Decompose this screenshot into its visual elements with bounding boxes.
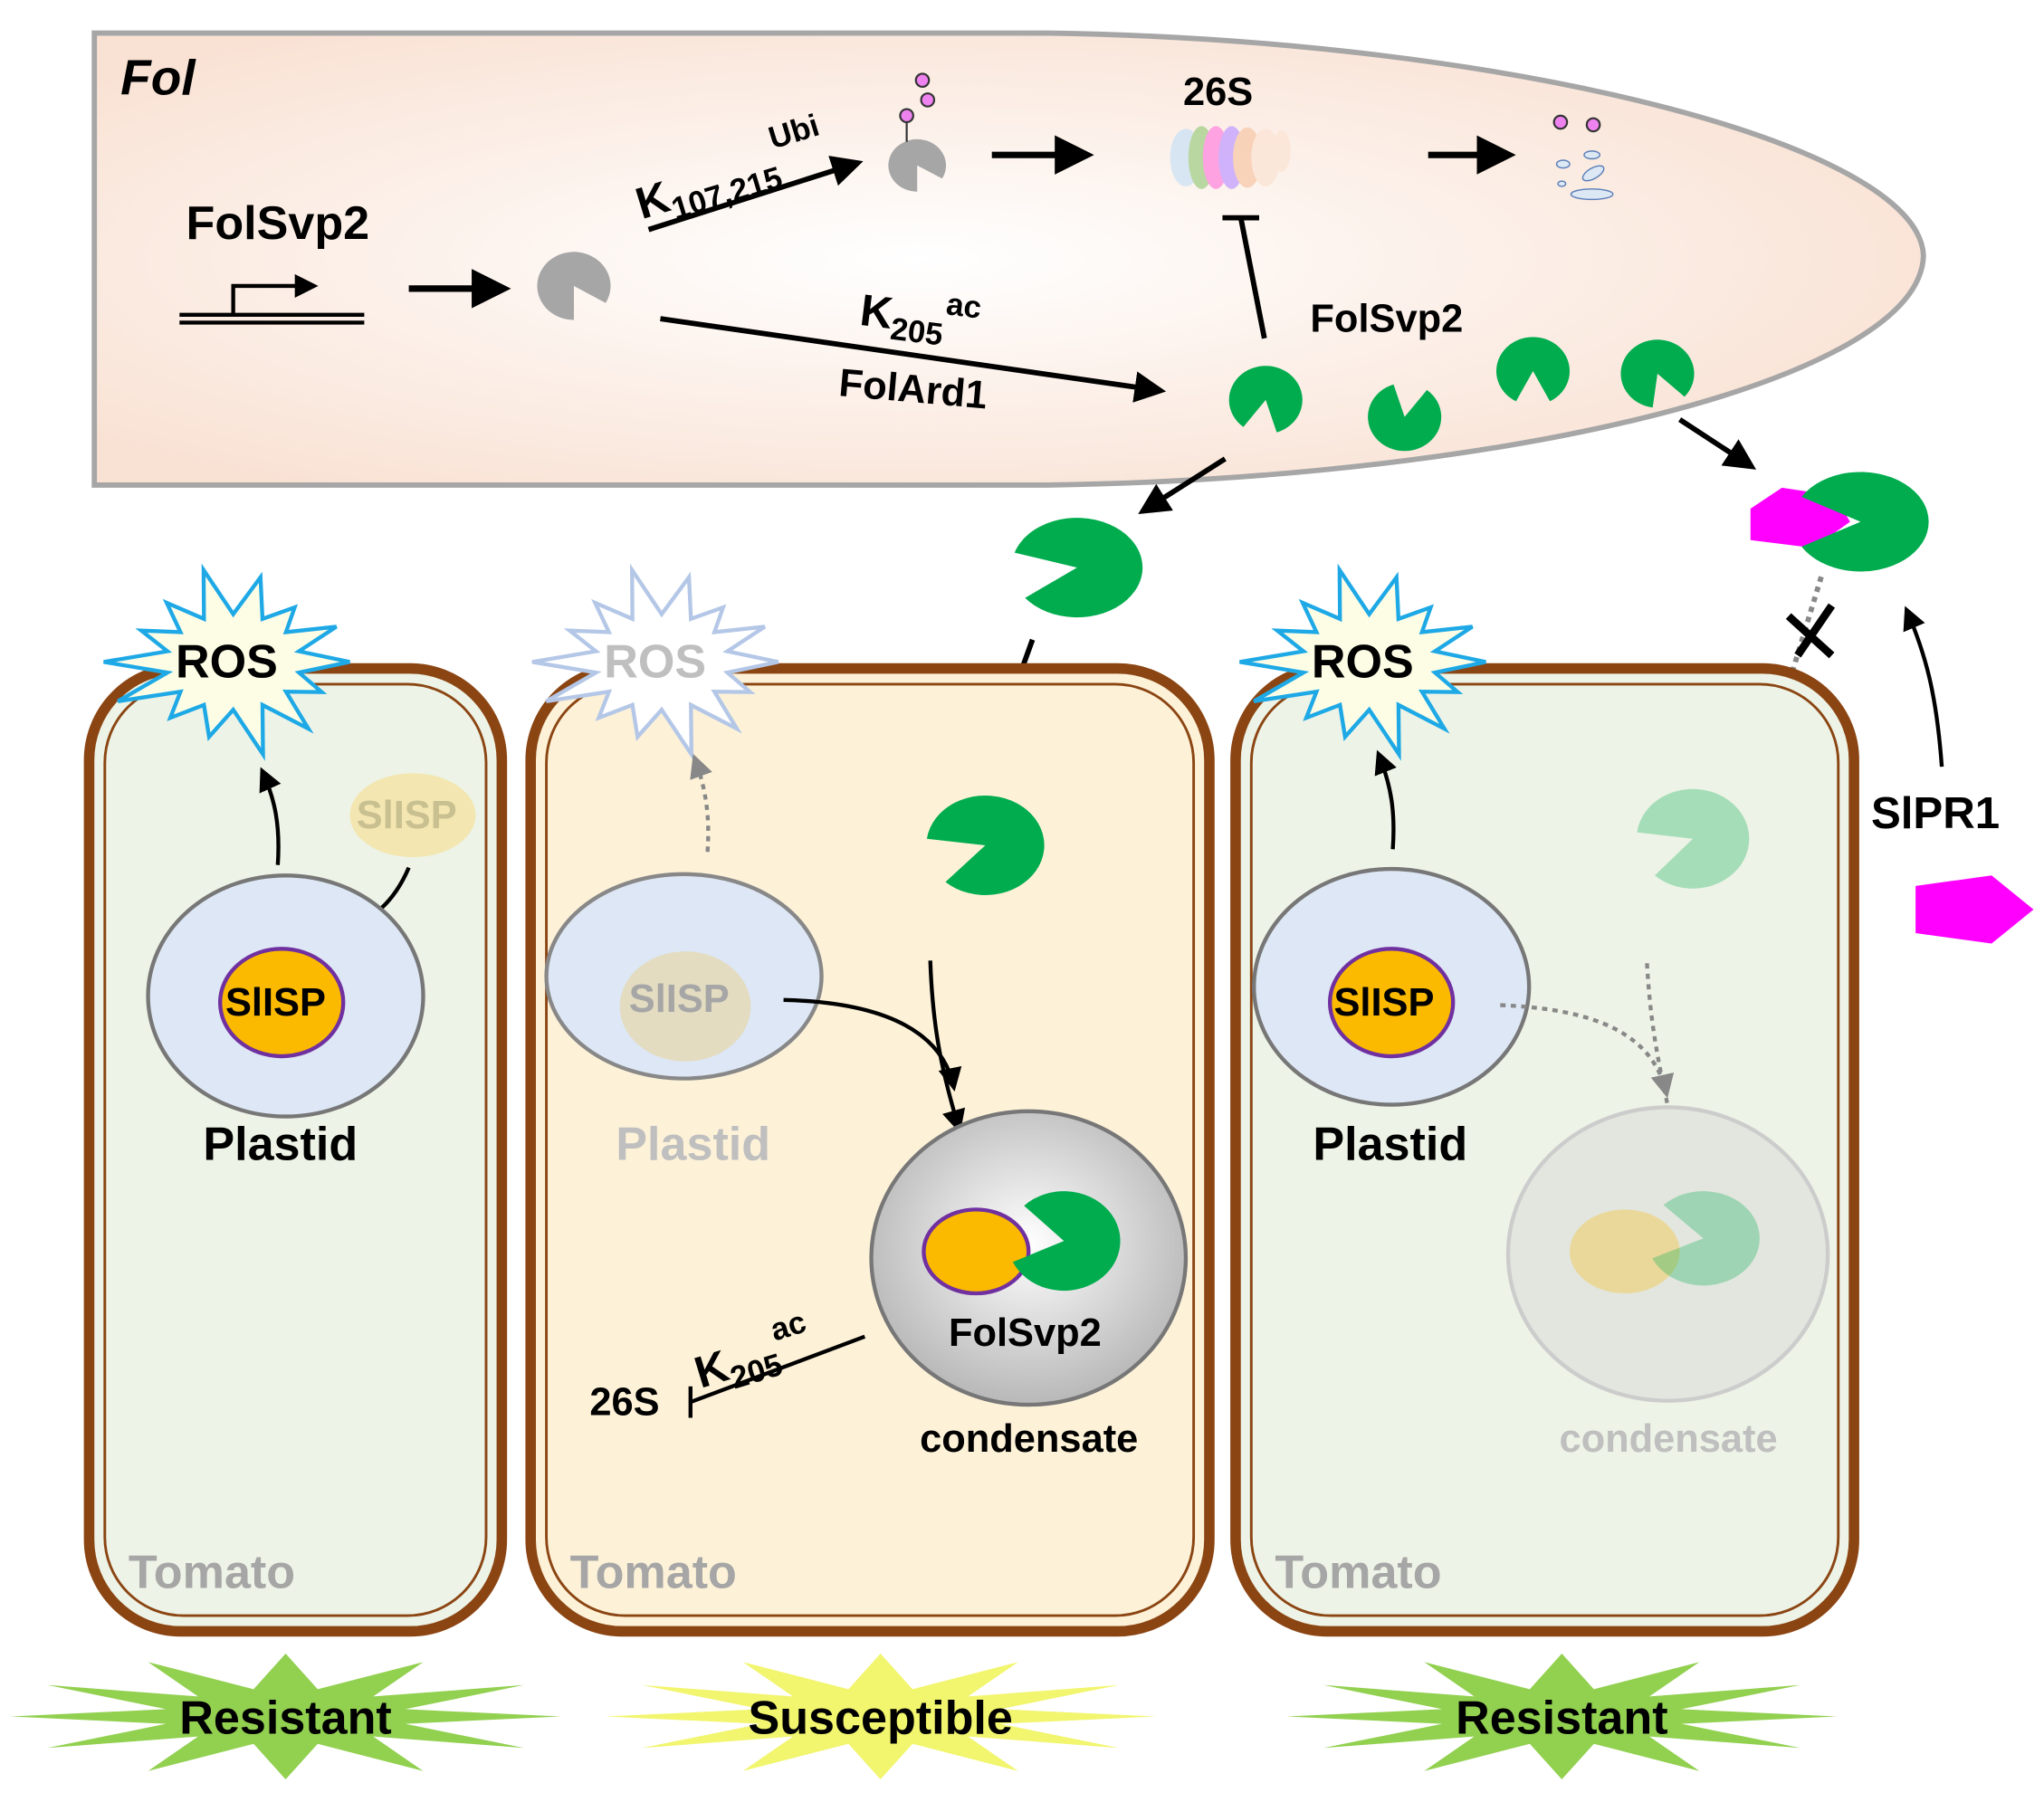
phenotype-label: Resistant <box>179 1692 391 1744</box>
slisp-protein-faded <box>619 951 751 1062</box>
slisp-protein <box>922 1207 1031 1296</box>
gene-label: FolSvp2 <box>186 197 370 250</box>
condensate-protein-label: FolSvp2 <box>949 1311 1102 1355</box>
dotted-arrow <box>690 753 712 853</box>
phenotype-1: Resistant <box>10 1654 561 1780</box>
ubiquitin-chain-icon <box>899 72 936 142</box>
inhibition-symbol <box>1222 215 1267 339</box>
blocked-dotted-arrow <box>1763 576 1824 746</box>
tomato-cell-2: TomatoROSSlISPPlastidFolSvp2condensateK2… <box>525 563 1215 1637</box>
slisp-protein-faded <box>349 773 476 858</box>
block-x-icon <box>1785 603 1836 659</box>
arrow-icon <box>259 767 282 865</box>
folsvp2-protein <box>1368 384 1442 452</box>
dotted-arrow <box>1645 963 1683 1142</box>
slisp-label: SlISP <box>1333 981 1434 1025</box>
phenotype-burst <box>10 1654 561 1780</box>
tomato-cell-3: Tomato ROS SlISP Plastid condensate <box>1230 563 1859 1637</box>
inhibition-symbol <box>690 1334 866 1405</box>
slpr1-folsvp2-complex <box>1750 472 1929 572</box>
acetylated-folsvp2-proteins <box>1228 337 1695 452</box>
host-label: Tomato <box>570 1547 737 1599</box>
phenotype-burst <box>1286 1654 1838 1780</box>
folsvp2-protein <box>1495 337 1571 402</box>
acetylation-site-label: K205ac <box>856 277 983 357</box>
slisp-label: SlISP <box>225 981 326 1025</box>
phenotype-label: Resistant <box>1456 1692 1668 1744</box>
folsvp2-protein <box>1228 366 1303 433</box>
dotted-arrow <box>1500 1003 1675 1099</box>
ros-burst: ROS <box>103 563 350 761</box>
folsvp2-protein <box>537 252 611 320</box>
plastid-label: Plastid <box>616 1118 770 1170</box>
phenotypes: Resistant Susceptible Resistant <box>10 1654 1838 1780</box>
folsvp2-protein-faded <box>1637 788 1750 889</box>
proteasome-label: 26S <box>1183 71 1253 114</box>
proteasome-label: 26S <box>589 1381 659 1425</box>
slisp-protein-faded <box>1570 1209 1680 1294</box>
condensate-label: condensate <box>1559 1417 1777 1461</box>
arrow-icon <box>1138 456 1227 514</box>
folsvp2-protein <box>1620 339 1695 408</box>
folsvp2-protein-faded <box>1652 1191 1760 1286</box>
folsvp2-protein <box>926 795 1045 895</box>
phenotype-2: Susceptible <box>605 1654 1156 1780</box>
arrow-icon <box>1678 417 1757 470</box>
host-label: Tomato <box>129 1547 295 1599</box>
arrow-icon <box>1903 605 1944 768</box>
proteasome-26s-icon <box>1170 126 1291 189</box>
ros-label: ROS <box>176 636 278 689</box>
phenotype-label: Susceptible <box>748 1692 1012 1744</box>
ros-burst: ROS <box>531 563 779 761</box>
plastid-label: Plastid <box>1313 1118 1467 1170</box>
slpr1-receptor <box>1915 875 2034 944</box>
folsvp2-protein <box>1012 1191 1121 1292</box>
condensate-faded <box>1505 1105 1830 1403</box>
fungal-hypha: Fol FolSvp2 K107,215Ubi 26S <box>91 30 1926 488</box>
arrow-icon <box>928 960 966 1134</box>
phenotype-burst <box>605 1654 1156 1780</box>
arrow-icon <box>783 997 962 1092</box>
phenotype-3: Resistant <box>1286 1654 1838 1780</box>
ros-burst: ROS <box>1239 563 1486 761</box>
slisp-label: SlISP <box>629 977 730 1021</box>
protein-label: FolSvp2 <box>1310 298 1463 341</box>
host-label: Tomato <box>1275 1547 1441 1599</box>
degraded-peptides-icon <box>1552 114 1614 201</box>
arrow-icon <box>660 316 1167 403</box>
organism-label: Fol <box>120 50 196 106</box>
condensate-label: condensate <box>920 1417 1138 1461</box>
slisp-label: SlISP <box>357 794 457 837</box>
secreted-folsvp2 <box>1014 518 1143 618</box>
gene-promoter-icon <box>179 273 365 325</box>
folsvp2-protein <box>1801 472 1929 572</box>
ros-label: ROS <box>1312 636 1414 689</box>
slisp-protein <box>217 947 346 1059</box>
tomato-cell-1: Tomato ROS SlISP SlISP Plastid <box>83 563 508 1637</box>
arrow-icon <box>1374 749 1397 850</box>
ubiquitinated-folsvp2 <box>888 138 947 192</box>
receptor-label: SlPR1 <box>1871 788 2000 838</box>
folsvp2-protein-gray <box>537 138 947 320</box>
arrow-icon <box>647 156 864 233</box>
plastid-label: Plastid <box>203 1118 358 1170</box>
slisp-protein <box>1327 947 1456 1059</box>
ros-label: ROS <box>604 636 706 689</box>
